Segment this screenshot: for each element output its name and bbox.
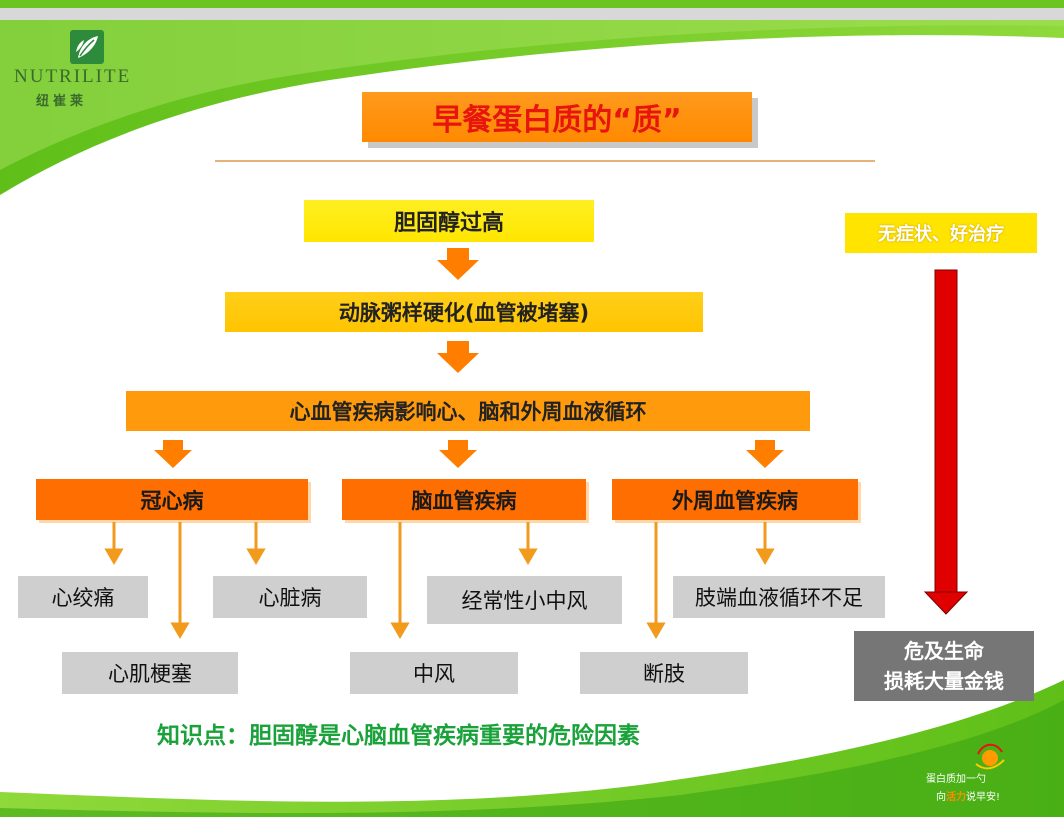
item-amputation: 断肢 — [580, 652, 748, 694]
arrow-down-icon — [154, 248, 784, 468]
danger-line-2: 损耗大量金钱 — [884, 669, 1004, 693]
danger-box: 危及生命 损耗大量金钱 — [854, 631, 1034, 701]
item-myocardial-infarction: 心肌梗塞 — [62, 652, 238, 694]
danger-line-1: 危及生命 — [904, 639, 984, 663]
page-title: 早餐蛋白质的“质” — [362, 92, 752, 142]
category-coronary: 冠心病 — [36, 479, 308, 520]
atherosclerosis-box: 动脉粥样硬化(血管被堵塞) — [225, 292, 703, 332]
red-arrow-icon — [923, 269, 969, 615]
item-heart-disease: 心脏病 — [213, 576, 367, 618]
cholesterol-box: 胆固醇过高 — [304, 200, 594, 242]
category-peripheral: 外周血管疾病 — [612, 479, 858, 520]
item-minor-stroke: 经常性小中风 — [427, 576, 622, 624]
brand-name: NUTRILITE — [14, 66, 132, 87]
category-cerebrovascular: 脑血管疾病 — [342, 479, 586, 520]
footer-slogan-1: 蛋白质加一勺 — [926, 774, 986, 785]
item-stroke: 中风 — [350, 652, 518, 694]
no-symptom-label: 无症状、好治疗 — [845, 213, 1037, 253]
title-divider — [215, 160, 875, 162]
knowledge-point: 知识点：胆固醇是心脑血管疾病重要的危险因素 — [157, 723, 640, 749]
brand-name-cn: 纽崔莱 — [36, 94, 88, 109]
leaf-icon — [70, 30, 104, 64]
thin-arrow-icon — [104, 522, 775, 639]
item-limb-circulation: 肢端血液循环不足 — [673, 576, 885, 618]
cvd-effect-box: 心血管疾病影响心、脑和外周血液循环 — [126, 391, 810, 431]
item-angina: 心绞痛 — [18, 576, 148, 618]
footer-slogan-2: 向活力说早安! — [936, 792, 1001, 803]
sun-icon — [975, 743, 1005, 770]
